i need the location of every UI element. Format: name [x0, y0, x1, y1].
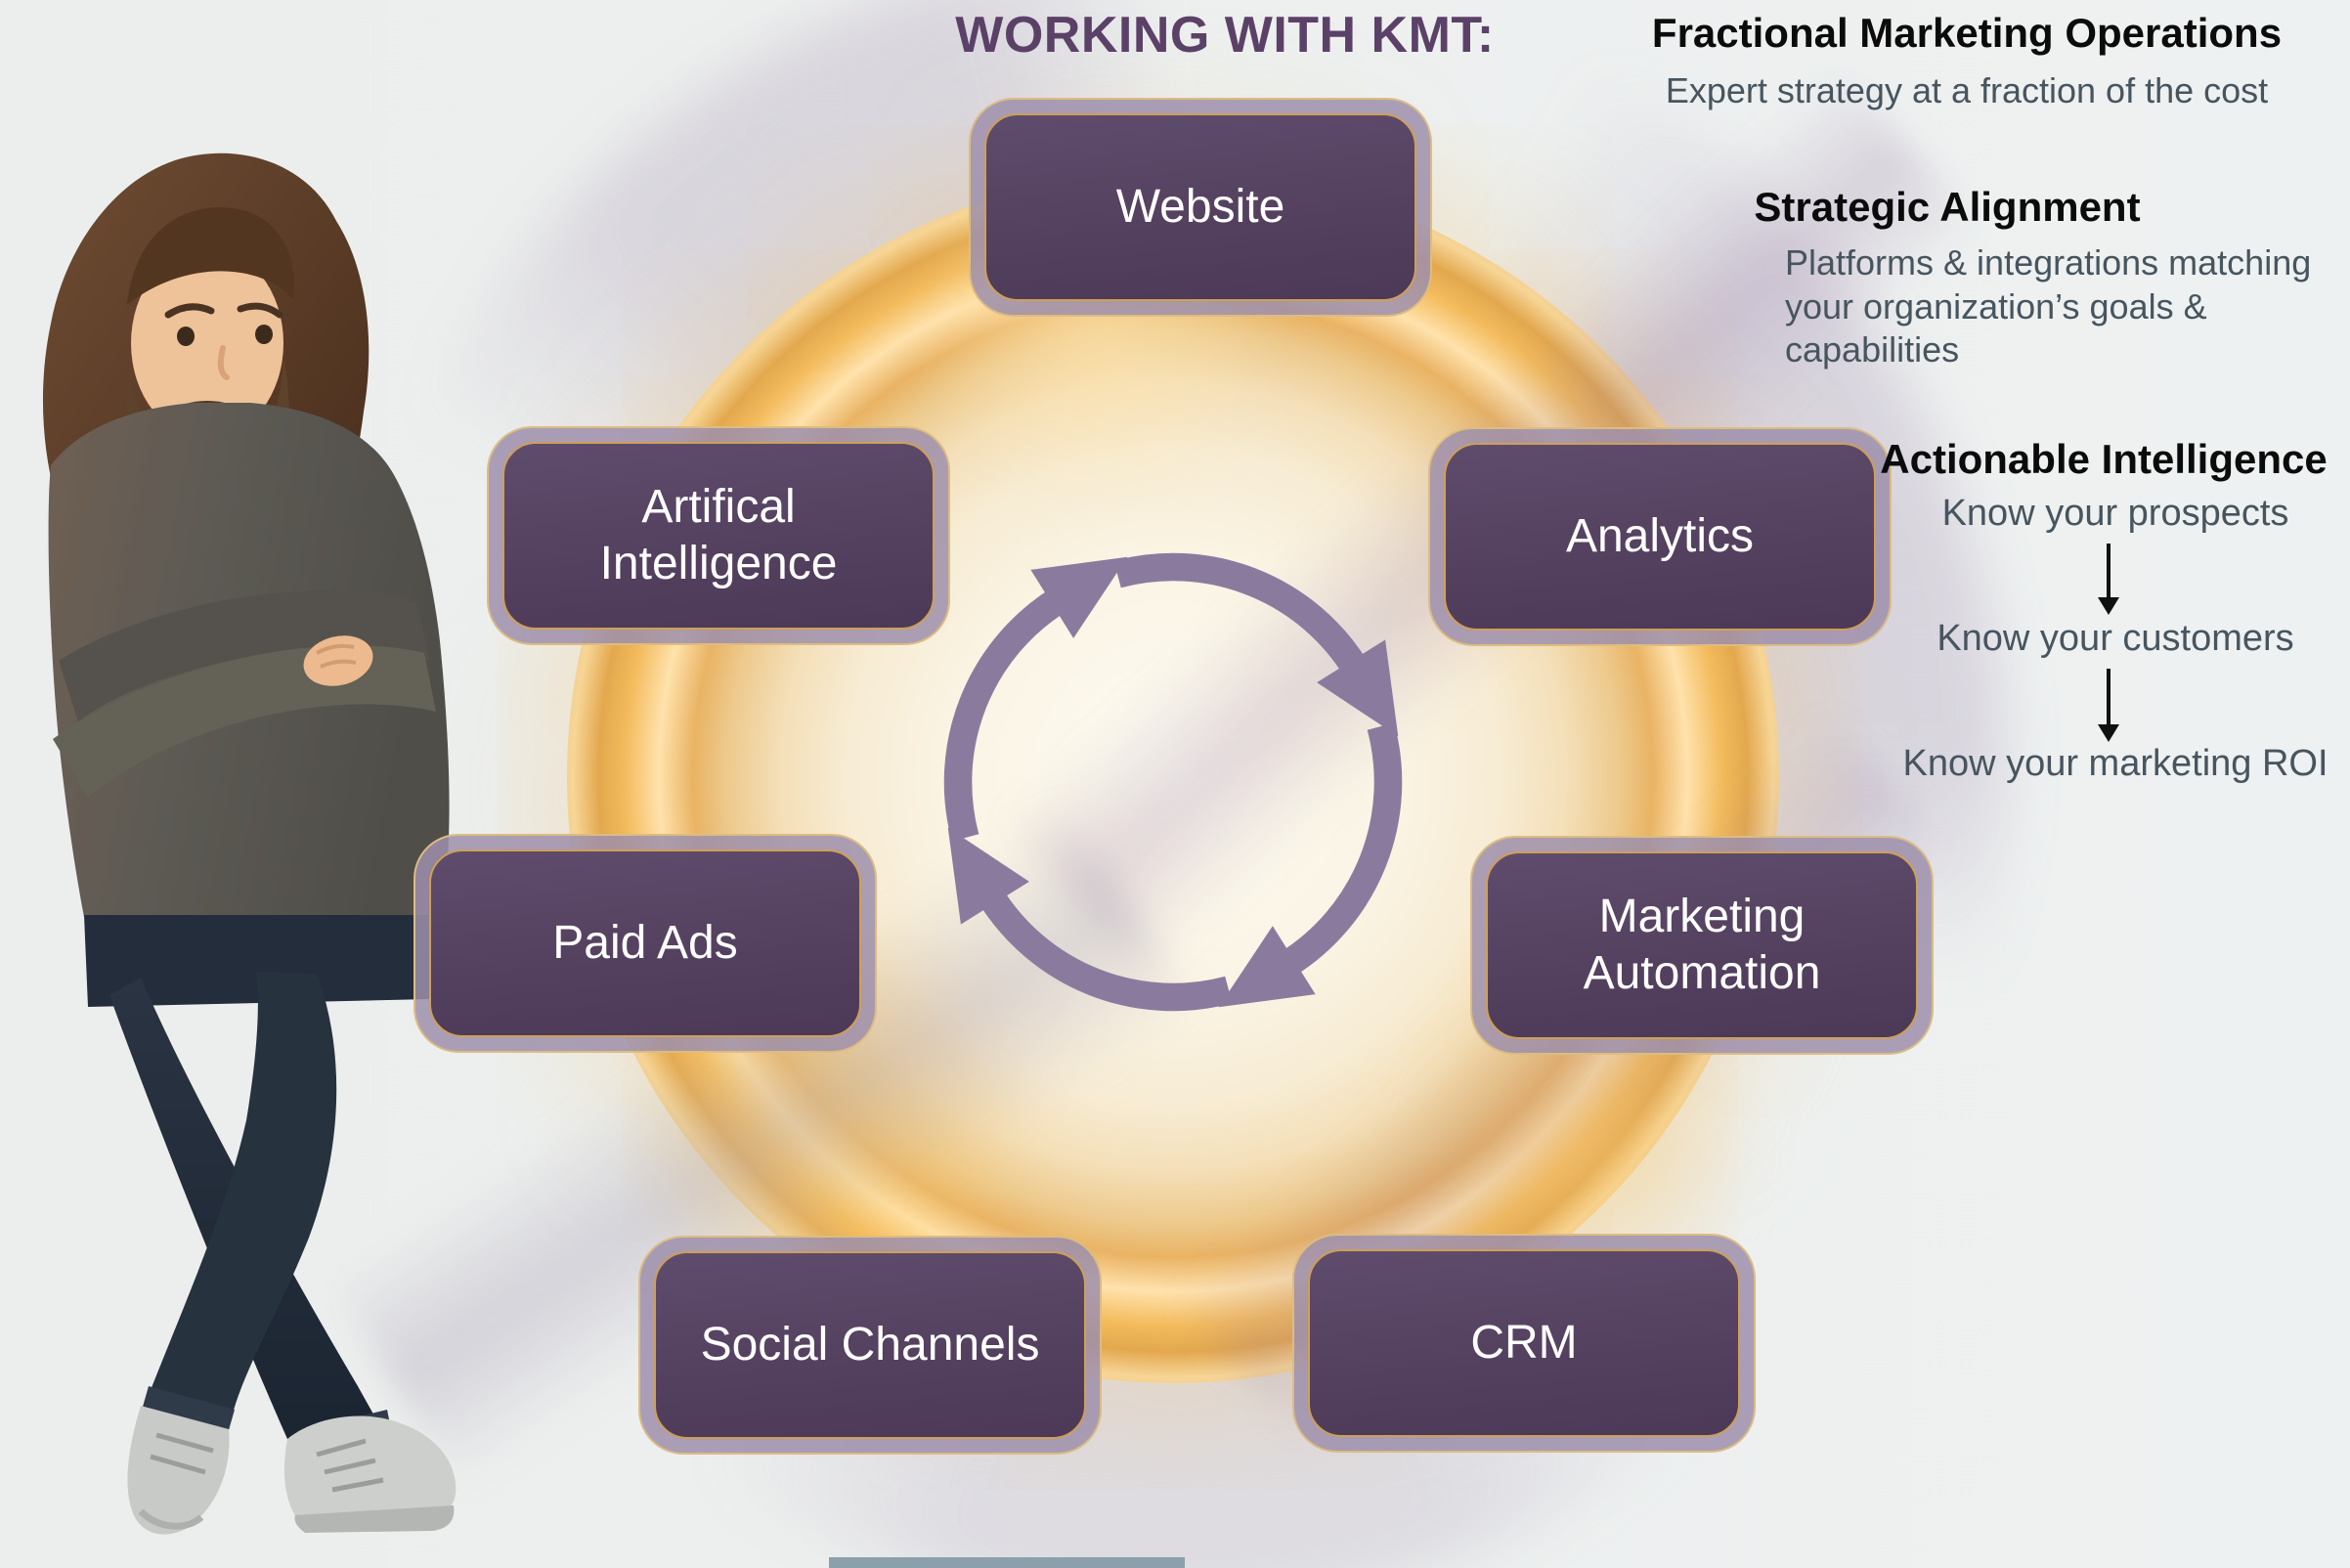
cuff	[141, 1386, 235, 1437]
node-marketing-automation: Marketing Automation	[1470, 836, 1934, 1055]
arm-under	[59, 590, 430, 721]
node-paid-ads-label: Paid Ads	[429, 849, 861, 1037]
shoe-sole	[294, 1505, 455, 1533]
step-know-your-marketing-roi: Know your marketing ROI	[1902, 743, 2328, 784]
step-know-your-prospects: Know your prospects	[1941, 493, 2289, 534]
node-crm: CRM	[1292, 1234, 1756, 1453]
node-paid-ads: Paid Ads	[413, 834, 877, 1053]
section-heading-strategic-alignment: Strategic Alignment	[1754, 184, 2141, 230]
down-arrow-icon	[2098, 544, 2119, 615]
person-photo	[42, 152, 457, 1535]
node-website-label: Website	[984, 113, 1416, 301]
node-website: Website	[969, 98, 1432, 317]
section-body-strategic-alignment: Platforms & integrations matching your o…	[1785, 242, 2312, 370]
page-title: WORKING WITH KMT:	[955, 7, 1495, 64]
section-heading-actionable-intelligence: Actionable Intelligence	[1880, 436, 2328, 482]
node-social-channels: Social Channels	[638, 1236, 1102, 1455]
node-analytics-label: Analytics	[1444, 443, 1876, 631]
node-artificial-intelligence-label: Artifical Intelligence	[502, 442, 935, 630]
cycle-arrows-icon	[943, 552, 1403, 1012]
section-body: Expert strategy at a fraction of the cos…	[1665, 70, 2269, 110]
shoe-flat	[283, 1416, 457, 1521]
section-heading: Fractional Marketing Operations	[1651, 10, 2283, 56]
node-analytics: Analytics	[1428, 427, 1892, 646]
node-social-channels-label: Social Channels	[654, 1251, 1086, 1439]
pants-hip	[84, 915, 432, 1007]
hair-fringe	[127, 207, 295, 305]
leg-front	[151, 972, 337, 1414]
down-arrow-icon	[2098, 669, 2119, 742]
node-artificial-intelligence: Artifical Intelligence	[487, 426, 950, 645]
bottom-bar	[829, 1557, 1185, 1568]
shoe-tiptoe	[127, 1406, 230, 1535]
node-marketing-automation-label: Marketing Automation	[1486, 851, 1918, 1039]
face	[131, 247, 283, 439]
node-crm-label: CRM	[1308, 1249, 1740, 1437]
section-fractional-marketing-operations: Fractional Marketing Operations Expert s…	[1584, 10, 2350, 111]
step-know-your-customers: Know your customers	[1937, 618, 2294, 659]
